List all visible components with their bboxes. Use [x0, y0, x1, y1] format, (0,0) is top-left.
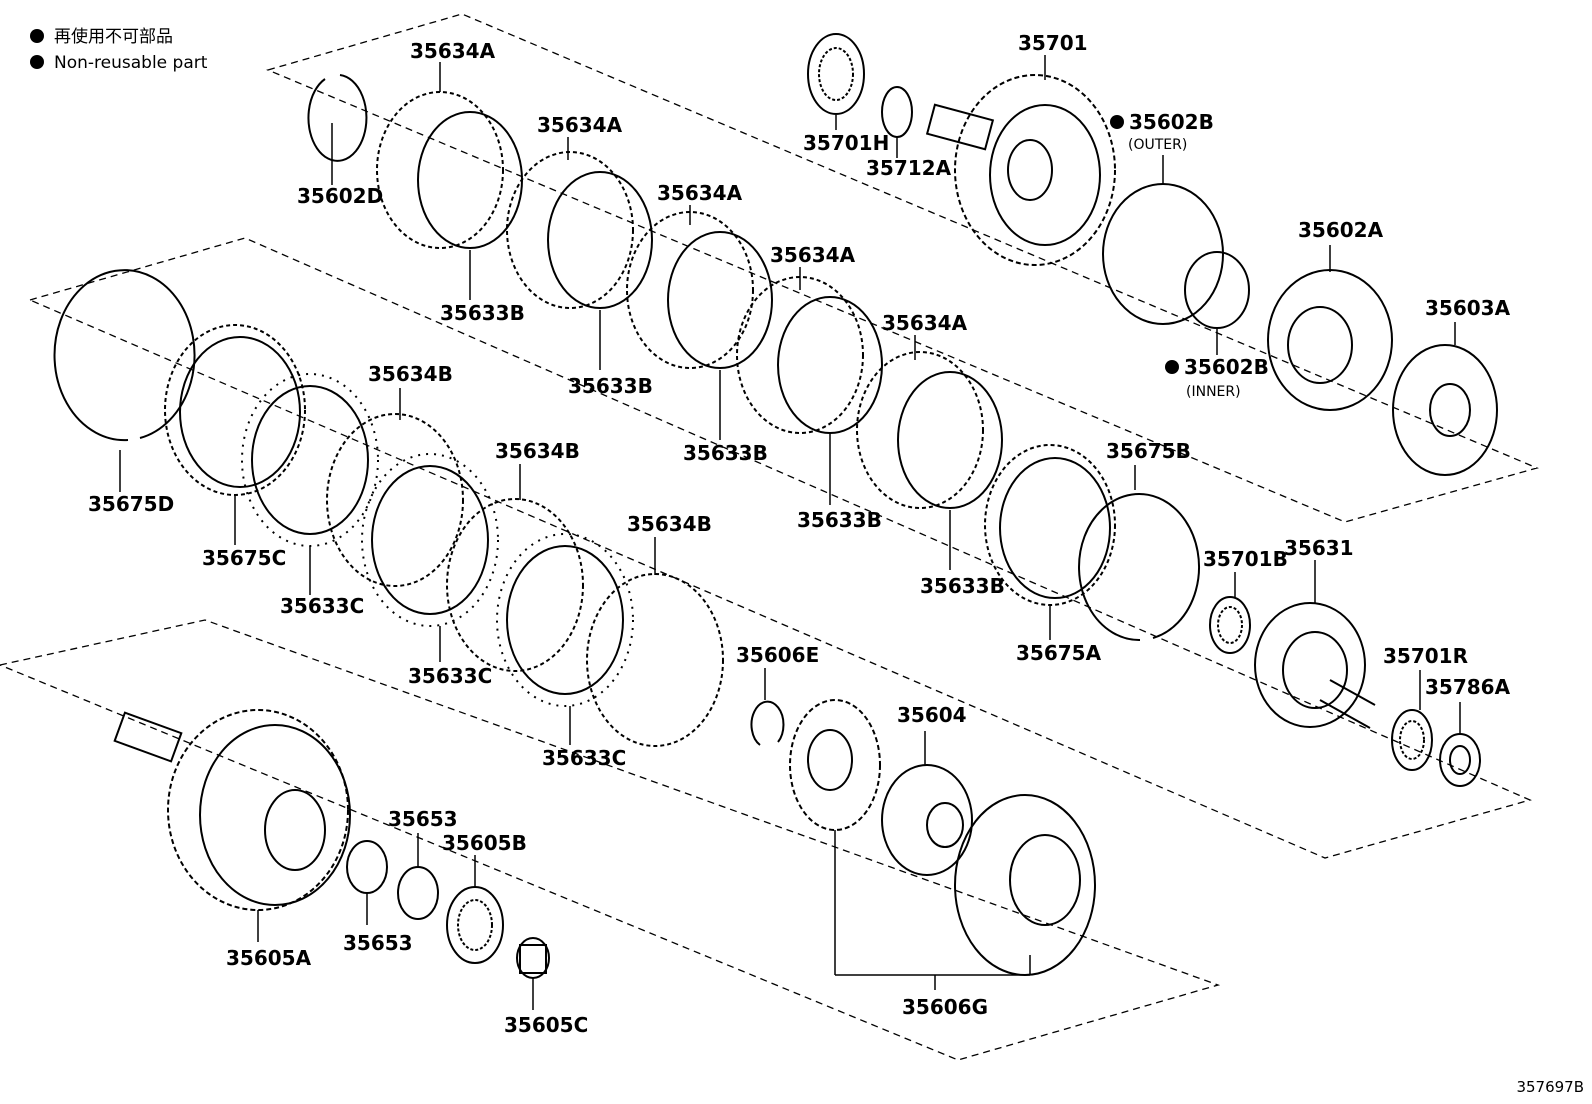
part-label[interactable]: 35603A: [1425, 296, 1511, 320]
part-label[interactable]: 35602B: [1184, 355, 1269, 379]
thrust-bearing-35701B: [1209, 596, 1251, 654]
non-reusable-bullet-icon: [30, 29, 44, 43]
part-note: (OUTER): [1128, 137, 1187, 153]
part-label[interactable]: 35602A: [1298, 218, 1384, 242]
legend: 再使用不可部品 Non-reusable part: [30, 26, 208, 73]
bearing-35605C: [516, 937, 550, 979]
part-label[interactable]: 35634A: [657, 181, 743, 205]
part-label[interactable]: 35602D: [297, 184, 383, 208]
plate-35675C: [164, 324, 306, 496]
oring-35712A: [881, 86, 913, 138]
leader-lines: [119, 55, 1461, 1010]
thrust-bearing-35701R: [1391, 709, 1433, 771]
part-labels: 35634A 35634A 35634A 35634A 35634A 35602…: [88, 31, 1511, 1037]
thrust-bearing-35701H: [807, 33, 865, 115]
piston-35602A: [1267, 269, 1393, 411]
part-label[interactable]: 35633B: [797, 508, 882, 532]
part-label[interactable]: 35605C: [504, 1013, 588, 1037]
part-label[interactable]: 35675C: [202, 546, 286, 570]
disc-35634A-5: [856, 351, 1003, 509]
non-reusable-bullet-icon: [1165, 360, 1179, 374]
clutch-disc-stack-35634B-35633C: [241, 373, 724, 747]
part-label[interactable]: 35633C: [542, 746, 626, 770]
lower-group-frame: [0, 619, 1221, 1061]
non-reusable-bullet-icon: [1110, 115, 1124, 129]
planetary-carrier-35604: [881, 764, 973, 876]
spring-plate-35603A: [1392, 344, 1498, 476]
part-label[interactable]: 35653: [343, 931, 413, 955]
part-label[interactable]: 35786A: [1425, 675, 1511, 699]
part-label[interactable]: 35631: [1284, 536, 1354, 560]
part-label[interactable]: 35634A: [410, 39, 496, 63]
snap-ring-shape: [307, 74, 368, 162]
part-label[interactable]: 35634A: [537, 113, 623, 137]
disc-35634A-1: [376, 91, 523, 249]
oring-35653-2: [397, 866, 439, 920]
part-label[interactable]: 35675D: [88, 492, 174, 516]
gear-35606G: [789, 699, 881, 831]
race-35786A: [1439, 733, 1481, 787]
part-label[interactable]: 35675B: [1106, 439, 1191, 463]
disc-35634A-4: [736, 276, 883, 434]
part-label[interactable]: 35633C: [408, 664, 492, 688]
part-label[interactable]: 35712A: [866, 156, 952, 180]
part-label[interactable]: 35605A: [226, 946, 312, 970]
part-label[interactable]: 35634B: [495, 439, 580, 463]
thrust-bearing-35605B: [446, 886, 504, 964]
legend-jp: 再使用不可部品: [54, 26, 173, 47]
oring-35653-1: [346, 840, 388, 894]
part-label[interactable]: 35634A: [770, 243, 856, 267]
part-label[interactable]: 35605B: [442, 831, 527, 855]
part-label[interactable]: 35634A: [882, 311, 968, 335]
part-label[interactable]: 35701B: [1203, 547, 1288, 571]
oring-35602B-inner: [1184, 251, 1250, 329]
part-label[interactable]: 35633B: [920, 574, 1005, 598]
part-label[interactable]: 35701R: [1383, 644, 1468, 668]
part-label[interactable]: 35701: [1018, 31, 1088, 55]
part-note: (INNER): [1186, 384, 1241, 400]
part-label[interactable]: 35633B: [568, 374, 653, 398]
snap-ring-35675B: [1078, 493, 1201, 642]
part-label[interactable]: 35634B: [627, 512, 712, 536]
disc-35634A-2: [506, 151, 653, 309]
diagram-reference-id: 357697B: [1516, 1078, 1584, 1096]
snap-ring-35675D: [53, 269, 196, 442]
part-label[interactable]: 35633B: [683, 441, 768, 465]
part-label[interactable]: 35633B: [440, 301, 525, 325]
snap-ring-shape: [53, 269, 196, 442]
drum-35701: [925, 74, 1116, 266]
snap-ring-35602D: [307, 74, 368, 162]
disc-35634A-3: [626, 211, 773, 369]
drum-35605A: [113, 709, 351, 911]
upper-group-frame: [266, 13, 1539, 523]
housing-35606G: [954, 794, 1096, 976]
snap-ring-35606E: [750, 700, 785, 746]
hub-35631: [1254, 602, 1376, 729]
group-frames: [0, 13, 1539, 1061]
part-label[interactable]: 35606G: [902, 995, 988, 1019]
part-label[interactable]: 35606E: [736, 643, 819, 667]
part-label[interactable]: 35633C: [280, 594, 364, 618]
part-label[interactable]: 35602B: [1129, 110, 1214, 134]
part-label[interactable]: 35604: [897, 703, 967, 727]
middle-group-frame: [28, 237, 1532, 859]
part-label[interactable]: 35634B: [368, 362, 453, 386]
part-label[interactable]: 35675A: [1016, 641, 1102, 665]
legend-en: Non-reusable part: [54, 53, 208, 73]
part-label[interactable]: 35653: [388, 807, 458, 831]
part-label[interactable]: 35701H: [803, 131, 889, 155]
non-reusable-bullet-icon: [30, 55, 44, 69]
